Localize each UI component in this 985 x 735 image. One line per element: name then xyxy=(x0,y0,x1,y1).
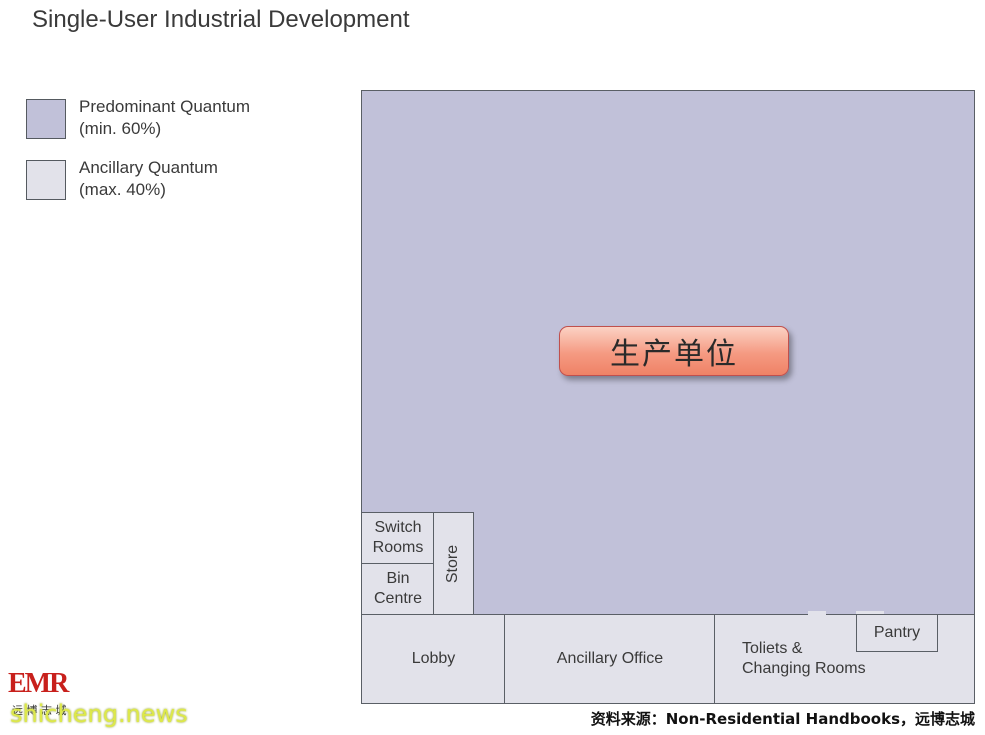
switch-rooms-line2: Rooms xyxy=(372,539,424,556)
room-store: Store xyxy=(433,512,474,615)
pantry-label: Pantry xyxy=(873,624,921,641)
store-label: Store xyxy=(444,544,462,583)
room-bin-centre: Bin Centre xyxy=(361,563,435,615)
bin-centre-line1: Bin xyxy=(386,570,410,587)
door-gap xyxy=(808,611,826,619)
bin-centre-line2: Centre xyxy=(373,590,423,607)
logo-subtitle: 远 博 志 城 xyxy=(12,704,67,717)
legend-swatch-predominant xyxy=(26,99,66,139)
toilets-line1: Toliets & xyxy=(742,640,803,657)
legend-ancillary-note: (max. 40%) xyxy=(79,180,166,199)
room-ancillary-office: Ancillary Office xyxy=(504,614,716,704)
watermark: shicheng.news xyxy=(10,700,188,728)
legend-swatch-ancillary xyxy=(26,160,66,200)
room-lobby: Lobby xyxy=(361,614,506,704)
room-pantry: Pantry xyxy=(856,614,938,652)
emr-logo: EMR 远 博 志 城 xyxy=(8,668,98,728)
legend-label-ancillary: Ancillary Quantum (max. 40%) xyxy=(79,157,218,201)
ancillary-office-label: Ancillary Office xyxy=(556,650,664,667)
legend-label-predominant: Predominant Quantum (min. 60%) xyxy=(79,96,250,140)
legend-predominant-title: Predominant Quantum xyxy=(79,97,251,116)
page-title: Single-User Industrial Development xyxy=(32,6,410,33)
logo-letters: EMR xyxy=(8,668,69,699)
switch-rooms-line1: Switch xyxy=(374,519,422,536)
legend-predominant-note: (min. 60%) xyxy=(79,119,162,138)
source-note: 资料来源：Non-Residential Handbooks，远博志城 xyxy=(590,710,975,728)
lobby-label: Lobby xyxy=(411,650,456,667)
room-switch-rooms: Switch Rooms xyxy=(361,512,435,564)
legend-ancillary-title: Ancillary Quantum xyxy=(79,158,218,177)
toilets-line2: Changing Rooms xyxy=(742,660,866,677)
production-unit-label: 生产单位 xyxy=(559,326,789,376)
